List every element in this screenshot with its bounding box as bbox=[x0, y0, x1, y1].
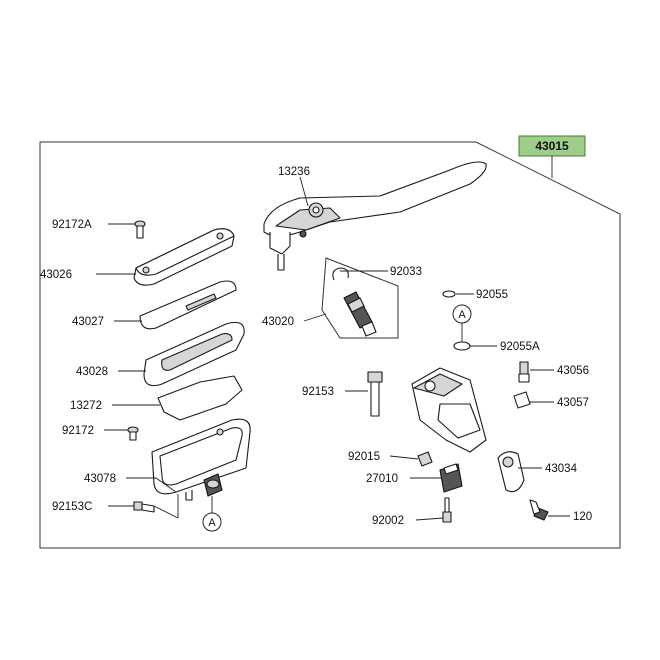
callout-27010: 27010 bbox=[366, 473, 398, 485]
screw-92172 bbox=[127, 426, 139, 441]
callout-43026: 43026 bbox=[40, 269, 72, 281]
bleeder-43056 bbox=[518, 361, 530, 383]
nut-92015 bbox=[417, 451, 433, 467]
oring-92055A bbox=[453, 341, 471, 351]
screw-92002 bbox=[442, 497, 452, 523]
bolt-92153 bbox=[367, 371, 383, 417]
clamp-43034 bbox=[497, 451, 525, 493]
callout-13236: 13236 bbox=[278, 166, 310, 178]
callout-92153: 92153 bbox=[302, 386, 334, 398]
reference-mark-a-right: A bbox=[452, 304, 472, 324]
reservoir-body-43078 bbox=[151, 418, 251, 501]
lever-13236 bbox=[263, 161, 487, 271]
callout-120: 120 bbox=[573, 511, 592, 523]
piston-box bbox=[321, 257, 399, 339]
piston-43020 bbox=[343, 291, 377, 337]
bolt-120 bbox=[529, 499, 549, 521]
callout-92172: 92172 bbox=[62, 425, 94, 437]
callout-43027: 43027 bbox=[72, 316, 104, 328]
leader-lines bbox=[96, 176, 570, 521]
svg-text:A: A bbox=[458, 309, 466, 321]
callout-92033: 92033 bbox=[390, 266, 422, 278]
callout-labels: 92172A 43026 43027 43028 13272 92172 430… bbox=[40, 166, 592, 527]
callout-92055: 92055 bbox=[476, 289, 508, 301]
callout-43028: 43028 bbox=[76, 366, 108, 378]
callout-92002: 92002 bbox=[372, 515, 404, 527]
svg-text:A: A bbox=[208, 517, 216, 529]
switch-27010 bbox=[439, 463, 463, 493]
callout-43034: 43034 bbox=[545, 463, 578, 475]
circlip-92033 bbox=[332, 267, 349, 281]
callout-92055A: 92055A bbox=[500, 341, 540, 353]
callout-43056: 43056 bbox=[557, 365, 589, 377]
screw-92172A bbox=[134, 220, 146, 239]
callout-43020: 43020 bbox=[262, 316, 294, 328]
diagram-frame bbox=[39, 141, 621, 549]
gasket-13272 bbox=[157, 375, 243, 421]
callout-92172A: 92172A bbox=[52, 219, 92, 231]
bleeder-cap-43057 bbox=[513, 391, 531, 409]
callout-13272: 13272 bbox=[70, 400, 102, 412]
callout-43057: 43057 bbox=[557, 397, 589, 409]
assembly-number: 43015 bbox=[535, 139, 569, 153]
bolt-92153C bbox=[133, 501, 155, 513]
callout-43078: 43078 bbox=[84, 473, 116, 485]
master-cylinder-body bbox=[411, 367, 487, 453]
washer-92055 bbox=[442, 290, 456, 298]
reference-mark-a-left: A bbox=[202, 512, 222, 532]
assembly-badge: 43015 bbox=[518, 135, 586, 157]
callout-92015: 92015 bbox=[348, 451, 380, 463]
callout-92153C: 92153C bbox=[52, 501, 92, 513]
